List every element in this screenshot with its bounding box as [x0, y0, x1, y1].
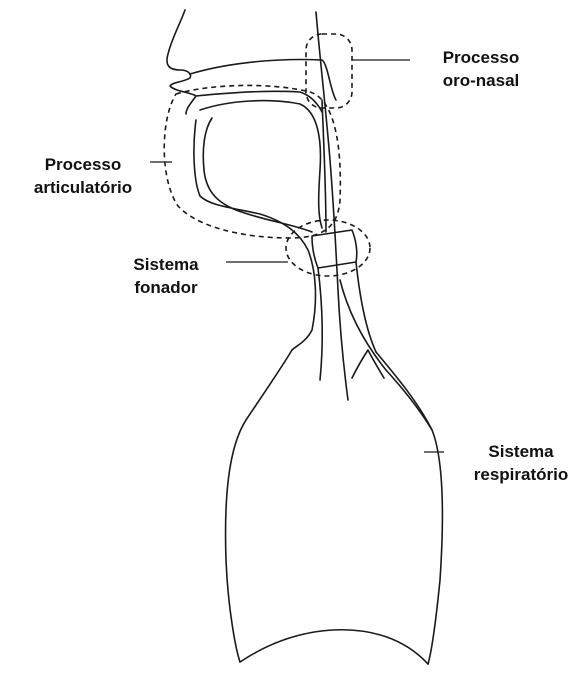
- tongue-outline: [200, 101, 322, 228]
- label-sistema-fonador: Sistema fonador: [118, 253, 214, 299]
- bronchi-split: [352, 350, 384, 378]
- pharynx-front-wall: [322, 100, 326, 232]
- label-line: articulatório: [22, 176, 144, 199]
- palate-line: [196, 91, 322, 112]
- label-processo-articulatorio: Processo articulatório: [22, 153, 144, 199]
- region-oronasal: [306, 34, 352, 108]
- label-line: fonador: [118, 276, 214, 299]
- label-line: oro-nasal: [426, 69, 536, 92]
- label-line: Sistema: [118, 253, 214, 276]
- oral-cavity-inner: [203, 118, 312, 232]
- label-line: Sistema: [466, 440, 576, 463]
- torso-outline-left: [226, 350, 292, 662]
- label-sistema-respiratorio: Sistema respiratório: [466, 440, 576, 486]
- face-profile: [167, 10, 196, 114]
- label-line: Processo: [426, 46, 536, 69]
- jaw-line: [194, 120, 316, 350]
- torso-outline-right: [376, 352, 442, 664]
- trachea-right: [356, 262, 376, 352]
- trachea-left: [318, 268, 322, 380]
- label-line: Processo: [22, 153, 144, 176]
- pharynx-back-wall: [316, 12, 348, 400]
- label-processo-oro-nasal: Processo oro-nasal: [426, 46, 536, 92]
- diaphragm-curve: [240, 630, 428, 664]
- label-line: respiratório: [466, 463, 576, 486]
